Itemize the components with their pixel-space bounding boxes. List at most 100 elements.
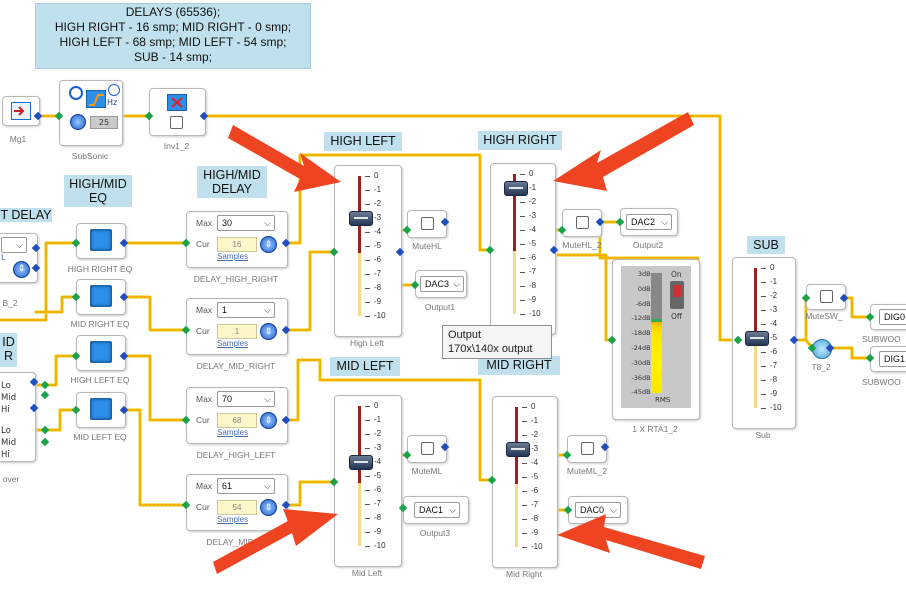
label-mid-right: MID RIGHT bbox=[478, 356, 560, 375]
fader-tick-label: -6 bbox=[374, 255, 382, 264]
delay-adjust-knob[interactable]: ⇕ bbox=[260, 236, 277, 253]
link-icon[interactable] bbox=[70, 114, 86, 130]
delay-cur-value[interactable]: 68 bbox=[217, 413, 257, 428]
fader-tick-label: -3 bbox=[374, 213, 382, 222]
fader-tick-mark bbox=[365, 406, 370, 407]
mute-hl2[interactable] bbox=[562, 209, 602, 237]
fader-tick-label: -1 bbox=[529, 183, 537, 192]
delay-max-select[interactable]: 1⌵ bbox=[217, 302, 275, 318]
delay-samples-link[interactable]: Samples bbox=[217, 339, 249, 348]
output4-value: DAC0 bbox=[580, 505, 605, 515]
output2-select[interactable]: DAC2⌵ bbox=[626, 214, 672, 230]
rta-toggle-thumb bbox=[673, 285, 681, 297]
delay-max-label: Max bbox=[196, 305, 213, 315]
delay-caption: DELAY_HIGH_LEFT bbox=[196, 450, 276, 460]
label-high-left: HIGH LEFT bbox=[324, 132, 402, 151]
fader-tick-label: -2 bbox=[374, 199, 382, 208]
delay-samples-link[interactable]: Samples bbox=[217, 252, 249, 261]
mute-hl-checkbox[interactable] bbox=[421, 217, 434, 230]
rta-caption: 1 X RTA1_2 bbox=[632, 424, 678, 434]
invert-checkbox[interactable] bbox=[170, 116, 183, 129]
fader-tick-label: -10 bbox=[770, 403, 782, 412]
fader-tick-mark bbox=[761, 296, 766, 297]
fader-tick-label: -7 bbox=[374, 269, 382, 278]
fader-block[interactable]: 0-1-2-3-4-5-6-7-8-9-10 bbox=[334, 395, 402, 567]
label-t-delay: T DELAY bbox=[0, 208, 52, 222]
fader-tick-mark bbox=[365, 246, 370, 247]
output1-select[interactable]: DAC3⌵ bbox=[420, 276, 464, 292]
left-partial-knob[interactable]: ⇕ bbox=[13, 261, 30, 278]
output4-select[interactable]: DAC0⌵ bbox=[575, 502, 621, 518]
crossover-mid-1: Mid bbox=[1, 393, 17, 403]
delay-adjust-knob[interactable]: ⇕ bbox=[260, 499, 277, 516]
left-partial-select[interactable]: ⌵ bbox=[1, 237, 27, 253]
fader-tick-label: -9 bbox=[770, 389, 778, 398]
mute-ml2[interactable] bbox=[567, 435, 607, 463]
left-partial-letter: L bbox=[1, 253, 6, 262]
fader-tick-label: -6 bbox=[374, 485, 382, 494]
delay-samples-link[interactable]: Samples bbox=[217, 515, 249, 524]
fader-tick-mark bbox=[365, 504, 370, 505]
mute-sw[interactable] bbox=[806, 284, 846, 310]
delay-block[interactable]: Max 30⌵ Cur 16 ⇕ Samples bbox=[186, 211, 288, 268]
subwoofer2-select[interactable]: DIG1 bbox=[879, 351, 906, 367]
fader-knob[interactable] bbox=[349, 211, 373, 226]
delay-block[interactable]: Max 61⌵ Cur 54 ⇕ Samples bbox=[186, 474, 288, 531]
delay-cur-value[interactable]: 54 bbox=[217, 500, 257, 515]
delay-adjust-knob[interactable]: ⇕ bbox=[260, 412, 277, 429]
left-partial-block[interactable]: ⌵ L ⇕ bbox=[0, 233, 38, 283]
delay-max-select[interactable]: 61⌵ bbox=[217, 478, 275, 494]
fader-tick-mark bbox=[365, 176, 370, 177]
fader-knob[interactable] bbox=[504, 181, 528, 196]
fader-tick-mark bbox=[522, 491, 527, 492]
fader-tick-mark bbox=[761, 408, 766, 409]
eq-mid-right[interactable] bbox=[76, 279, 126, 315]
mute-ml-checkbox[interactable] bbox=[421, 442, 434, 455]
label-highmid-eq-2: EQ bbox=[88, 191, 108, 205]
fader-tick-mark bbox=[365, 232, 370, 233]
output1-block[interactable]: DAC3⌵ bbox=[415, 270, 467, 298]
rta-scale-label: -45dB - bbox=[631, 388, 655, 397]
subsonic-value[interactable]: 25 bbox=[90, 116, 118, 129]
delay-cur-value[interactable]: 16 bbox=[217, 237, 257, 252]
label-highmid-delay: HIGH/MID DELAY bbox=[197, 166, 267, 198]
subwoofer2-block[interactable]: DIG1 bbox=[870, 346, 906, 372]
subwoofer1-select[interactable]: DIG0 bbox=[879, 309, 906, 325]
mute-hl2-checkbox[interactable] bbox=[576, 216, 589, 229]
fader-tick-label: 0 bbox=[529, 169, 534, 178]
delay-cur-value[interactable]: 1 bbox=[217, 324, 257, 339]
fader-tick-label: -6 bbox=[770, 347, 778, 356]
mute-ml[interactable] bbox=[407, 435, 447, 463]
fader-tick-label: -7 bbox=[770, 361, 778, 370]
rta-scale-label: -36dB - bbox=[631, 373, 655, 382]
delay-adjust-knob[interactable]: ⇕ bbox=[260, 323, 277, 340]
mute-ml2-checkbox[interactable] bbox=[581, 442, 594, 455]
mute-hl[interactable] bbox=[407, 210, 447, 238]
delay-max-select[interactable]: 70⌵ bbox=[217, 391, 275, 407]
delay-samples-link[interactable]: Samples bbox=[217, 428, 249, 437]
rta-toggle[interactable] bbox=[670, 281, 684, 309]
fader-tick-mark bbox=[365, 476, 370, 477]
rta-block[interactable]: 3dB -0dB --6dB --12dB --18dB --24dB --30… bbox=[612, 259, 700, 420]
mg1-block[interactable] bbox=[2, 96, 40, 126]
mute-sw-checkbox[interactable] bbox=[820, 290, 833, 303]
fader-block[interactable]: 0-1-2-3-4-5-6-7-8-9-10 bbox=[492, 396, 558, 568]
rta-scale-label: 3dB - bbox=[637, 270, 655, 278]
eq-high-right[interactable] bbox=[76, 223, 126, 259]
delay-max-select[interactable]: 30⌵ bbox=[217, 215, 275, 231]
output3-select[interactable]: DAC1⌵ bbox=[414, 502, 460, 518]
crossover-block[interactable]: Lo Mid Hi Lo Mid Hi bbox=[0, 372, 36, 462]
fader-block[interactable]: 0-1-2-3-4-5-6-7-8-9-10 bbox=[334, 165, 402, 337]
fader-knob[interactable] bbox=[506, 442, 530, 457]
fader-track-bottom bbox=[358, 253, 361, 316]
power-icon[interactable] bbox=[69, 86, 83, 100]
delay-block[interactable]: Max 70⌵ Cur 68 ⇕ Samples bbox=[186, 387, 288, 444]
fader-knob[interactable] bbox=[745, 331, 769, 346]
fader-caption: Mid Right bbox=[506, 569, 542, 579]
fader-knob[interactable] bbox=[349, 455, 373, 470]
output3-block[interactable]: DAC1⌵ bbox=[403, 496, 469, 524]
delay-block[interactable]: Max 1⌵ Cur 1 ⇕ Samples bbox=[186, 298, 288, 355]
fader-block[interactable]: 0-1-2-3-4-5-6-7-8-9-10 bbox=[732, 257, 796, 429]
eq-mid-left[interactable] bbox=[76, 392, 126, 428]
mg1-caption: Mg1 bbox=[9, 134, 27, 144]
